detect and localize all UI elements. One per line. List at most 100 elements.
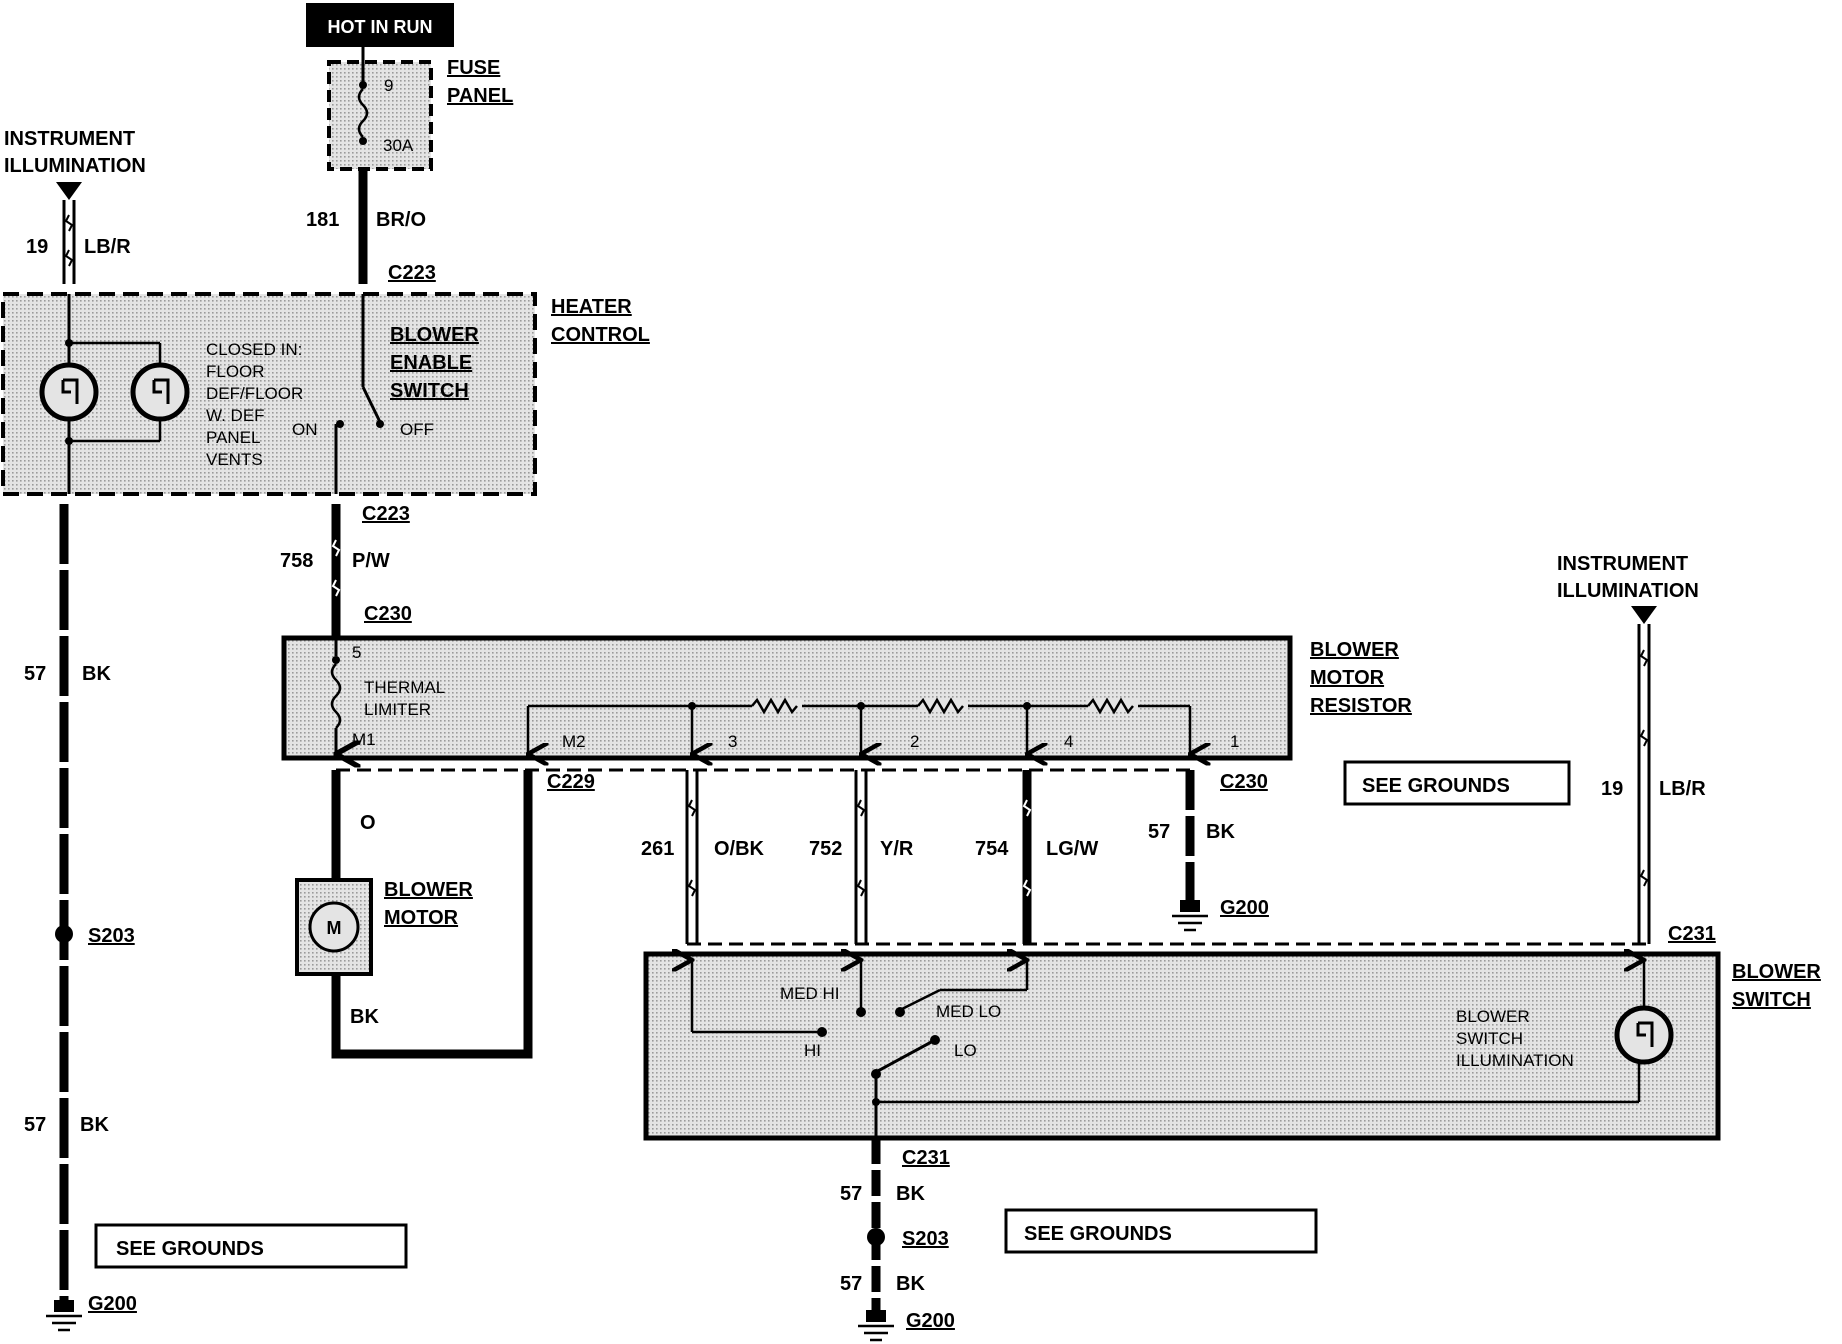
wire-752-color: Y/R <box>880 838 914 860</box>
thermal-limiter <box>330 638 340 754</box>
connector-c223-bot: C223 <box>362 503 410 525</box>
wire-181-circuit: 181 <box>306 209 339 231</box>
resistor-icon <box>917 697 964 715</box>
wire-19-right <box>1637 624 1651 944</box>
connector-c230-top: C230 <box>364 603 412 625</box>
right-illum-title-1: INSTRUMENT <box>1557 553 1688 575</box>
heater-control-title-1: HEATER <box>551 296 632 318</box>
connector-c223-top: C223 <box>388 262 436 284</box>
switch-illum-line-3: ILLUMINATION <box>1456 1051 1574 1070</box>
ground-g200-bottom: G200 <box>906 1310 955 1332</box>
resistor-title-1: BLOWER <box>1310 639 1399 661</box>
blower-enable-title-2: ENABLE <box>390 352 472 374</box>
pin-3: 3 <box>728 732 737 751</box>
connector-c230-right: C230 <box>1220 771 1268 793</box>
pin-m2: M2 <box>562 732 586 751</box>
splice-s203-left-label: S203 <box>88 925 135 947</box>
motor-icon <box>308 901 360 953</box>
wire-57-left-circuit: 57 <box>24 663 46 685</box>
pin-m1: M1 <box>352 730 376 749</box>
motor-symbol: M <box>327 918 342 938</box>
wire-752 <box>854 770 868 944</box>
closed-in-line-6: VENTS <box>206 450 263 469</box>
ground-icon <box>1172 900 1208 932</box>
closed-in-line-5: PANEL <box>206 428 261 447</box>
see-grounds-left-label: SEE GROUNDS <box>116 1238 264 1260</box>
motor-out-color: BK <box>350 1006 379 1028</box>
wire-754 <box>1022 770 1032 944</box>
wire-754-color: LG/W <box>1046 838 1098 860</box>
ground-g200-left: G200 <box>88 1293 137 1315</box>
resistor-icon <box>751 697 798 715</box>
fuse-panel-box <box>327 60 433 171</box>
blower-enable-title-3: SWITCH <box>390 380 469 402</box>
lamp-icon <box>130 362 190 422</box>
switch-illum-line-1: BLOWER <box>1456 1007 1530 1026</box>
connector-c231-bot: C231 <box>902 1147 950 1169</box>
right-illum-title-2: ILLUMINATION <box>1557 580 1699 602</box>
closed-in-line-3: DEF/FLOOR <box>206 384 303 403</box>
switch-off-label: OFF <box>400 420 434 439</box>
wire-57-bottom-circuit-2: 57 <box>840 1273 862 1295</box>
wire-19-left <box>62 200 76 284</box>
switch-pos-hi: HI <box>804 1041 821 1060</box>
wire-261 <box>685 770 699 944</box>
arrow-icon <box>1631 606 1657 624</box>
wire-57-resistor-color: BK <box>1206 821 1235 843</box>
pin-5: 5 <box>352 643 361 662</box>
blower-switch-title-1: BLOWER <box>1732 961 1821 983</box>
ground-icon <box>858 1310 894 1342</box>
pin-4: 4 <box>1064 732 1073 751</box>
blower-motor-title-2: MOTOR <box>384 907 459 929</box>
closed-in-note: CLOSED IN: FLOOR DEF/FLOOR W. DEF PANEL … <box>206 340 303 469</box>
switch-on-label: ON <box>292 420 318 439</box>
left-illum-title-2: ILLUMINATION <box>4 155 146 177</box>
closed-in-line-1: CLOSED IN: <box>206 340 302 359</box>
wire-752-circuit: 752 <box>809 838 842 860</box>
wire-758-color: P/W <box>352 550 390 572</box>
see-grounds-box-bottom <box>1004 1208 1318 1254</box>
ground-g200-resistor: G200 <box>1220 897 1269 919</box>
wire-57-left-circuit-2: 57 <box>24 1114 46 1136</box>
thermal-limiter-line-2: LIMITER <box>364 700 431 719</box>
splice-s203-bottom-label: S203 <box>902 1228 949 1250</box>
see-grounds-mid-label: SEE GROUNDS <box>1362 775 1510 797</box>
resistor-icon <box>1087 697 1134 715</box>
connector-c229: C229 <box>547 771 595 793</box>
see-grounds-box-mid <box>1343 760 1571 806</box>
pin-2: 2 <box>910 732 919 751</box>
switch-pos-med-lo: MED LO <box>936 1002 1001 1021</box>
lamp-icon <box>1614 1005 1674 1065</box>
arrow-icon <box>56 182 82 200</box>
switch-pos-med-hi: MED HI <box>780 984 840 1003</box>
lamp-icon <box>39 294 162 494</box>
fuse-number: 9 <box>384 76 393 95</box>
wire-19-left-circuit: 19 <box>26 236 48 258</box>
wire-57-resistor-circuit: 57 <box>1148 821 1170 843</box>
wire-261-color: O/BK <box>714 838 765 860</box>
closed-in-line-2: FLOOR <box>206 362 265 381</box>
blower-motor-resistor-box <box>281 635 1293 761</box>
see-grounds-bottom-label: SEE GROUNDS <box>1024 1223 1172 1245</box>
hot-in-run-label: HOT IN RUN <box>328 17 433 37</box>
see-grounds-box-left <box>94 1223 408 1269</box>
splice-s203-bottom <box>867 1228 885 1246</box>
connector-c231-top: C231 <box>1668 923 1716 945</box>
wire-19-left-color: LB/R <box>84 236 131 258</box>
power-source: HOT IN RUN <box>306 3 454 47</box>
blower-enable-title-1: BLOWER <box>390 324 479 346</box>
blower-switch-contacts <box>692 960 1644 1140</box>
fuse-panel-title-1: FUSE <box>447 57 500 79</box>
blower-switch-title-2: SWITCH <box>1732 989 1811 1011</box>
wire-261-circuit: 261 <box>641 838 674 860</box>
switch-pos-lo: LO <box>954 1041 977 1060</box>
wire-181-color: BR/O <box>376 209 426 231</box>
wire-57-left-color-2: BK <box>80 1114 109 1136</box>
heater-control-title-2: CONTROL <box>551 324 650 346</box>
wire-57-bottom-color-2: BK <box>896 1273 925 1295</box>
wire-57-bottom-circuit: 57 <box>840 1183 862 1205</box>
pin-1: 1 <box>1230 732 1239 751</box>
wire-57-bottom-color: BK <box>896 1183 925 1205</box>
wire-758-circuit: 758 <box>280 550 313 572</box>
